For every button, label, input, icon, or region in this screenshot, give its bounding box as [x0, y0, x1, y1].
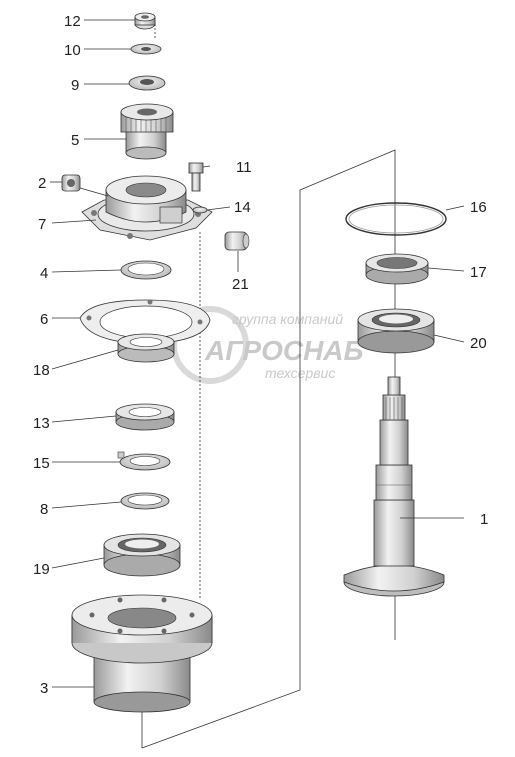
part-6-gasket — [79, 299, 211, 345]
leader-lines — [50, 19, 465, 688]
callout-21: 21 — [232, 276, 249, 293]
part-15-lock-washer — [117, 451, 171, 471]
part-11-bolt — [188, 162, 204, 192]
part-9-washer — [128, 75, 166, 91]
watermark-line2: АГРОСНАБ — [204, 335, 363, 366]
callout-7: 7 — [38, 216, 46, 233]
callout-6: 6 — [40, 311, 48, 328]
part-5-splined-bushing — [120, 103, 174, 160]
part-10-washer — [130, 43, 162, 55]
callout-15: 15 — [33, 455, 50, 472]
callout-20: 20 — [470, 335, 487, 352]
callout-17: 17 — [470, 264, 487, 281]
part-4-ring — [120, 260, 172, 280]
callout-8: 8 — [40, 501, 48, 518]
part-7-housing-flange — [81, 175, 213, 241]
callout-1: 1 — [480, 511, 488, 528]
callout-11: 11 — [236, 159, 252, 176]
part-8-ring — [120, 492, 170, 510]
callout-5: 5 — [71, 132, 79, 149]
callout-2: 2 — [38, 175, 46, 192]
part-18-seal — [117, 333, 175, 363]
callout-13: 13 — [33, 415, 50, 432]
watermark: группа компаний АГРОСНАБ техсервис — [171, 306, 363, 384]
watermark-line1: группа компаний — [232, 311, 343, 327]
callout-19: 19 — [33, 561, 50, 578]
part-14-washer — [192, 206, 208, 214]
callout-3: 3 — [40, 680, 48, 697]
part-20-bearing — [357, 308, 435, 354]
callout-labels: 12 10 9 5 2 7 11 14 21 4 6 18 13 15 8 19… — [33, 13, 488, 697]
callout-12: 12 — [64, 13, 81, 30]
callout-10: 10 — [64, 42, 81, 59]
part-16-o-ring — [345, 202, 447, 236]
part-3-hub — [71, 594, 213, 713]
part-2-grease-fitting — [61, 174, 81, 192]
callout-4: 4 — [40, 265, 48, 282]
callout-14: 14 — [234, 199, 251, 216]
part-13-slotted-nut — [115, 403, 175, 431]
callout-18: 18 — [33, 362, 50, 379]
part-21-plug — [224, 231, 250, 251]
part-17-seal — [365, 253, 429, 285]
part-1-splined-shaft — [343, 376, 445, 597]
callout-9: 9 — [71, 77, 79, 94]
part-19-bearing — [103, 533, 181, 577]
callout-16: 16 — [470, 199, 487, 216]
part-12-nut — [134, 12, 156, 30]
